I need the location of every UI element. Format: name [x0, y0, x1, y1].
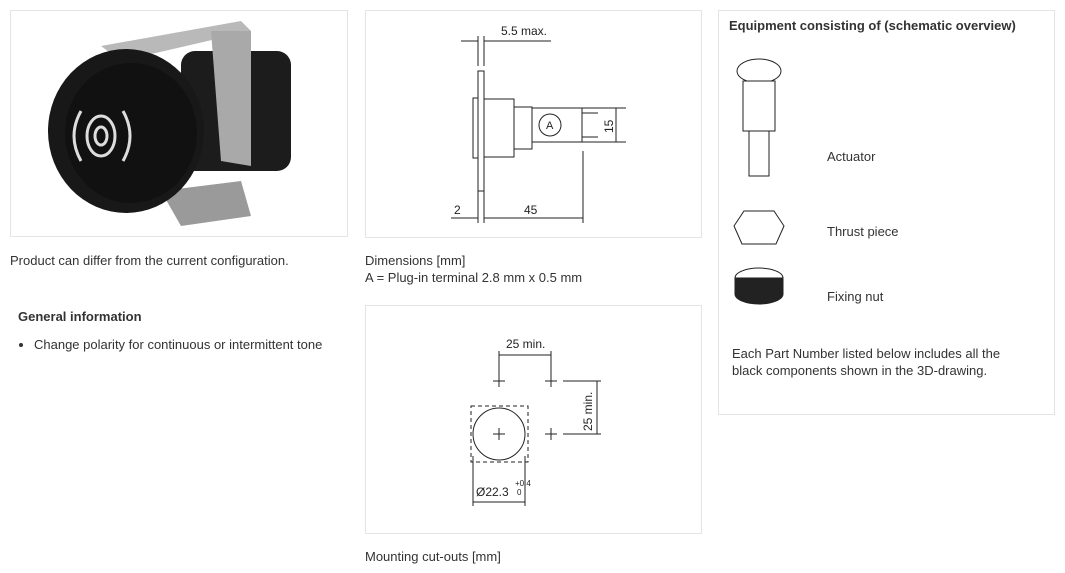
- dimensions-caption-note: A = Plug-in terminal 2.8 mm x 0.5 mm: [365, 270, 583, 285]
- buzzer-product-photo: [48, 21, 291, 226]
- dim-height-label: 15: [602, 119, 616, 133]
- product-image: [10, 10, 348, 237]
- cutouts-caption: Mounting cut-outs [mm]: [365, 549, 501, 564]
- dimensions-caption-title: Dimensions [mm]: [365, 253, 466, 268]
- list-item: Change polarity for continuous or interm…: [34, 336, 328, 353]
- tol-minus-label: 0: [517, 488, 522, 497]
- equipment-item-actuator: Actuator: [827, 149, 876, 164]
- product-caption: Product can differ from the current conf…: [10, 253, 289, 268]
- thrust-piece-icon: [733, 210, 785, 245]
- tol-plus-label: +0.4: [515, 479, 531, 488]
- dim-2-label: 2: [454, 203, 461, 217]
- actuator-body: [742, 80, 776, 132]
- equipment-title: Equipment consisting of (schematic overv…: [729, 18, 1016, 33]
- actuator-icon: [736, 58, 782, 84]
- general-info-list: Change polarity for continuous or interm…: [18, 336, 328, 353]
- equipment-item-fixing-nut: Fixing nut: [827, 289, 884, 304]
- diameter-label: Ø22.3: [476, 485, 509, 499]
- general-info-title: General information: [18, 309, 142, 324]
- equipment-panel: Equipment consisting of (schematic overv…: [718, 10, 1055, 415]
- dimensions-caption: Dimensions [mm] A = Plug-in terminal 2.8…: [365, 252, 582, 286]
- dim-max-label: 5.5 max.: [501, 24, 547, 38]
- dim-a-label: A: [546, 120, 554, 132]
- equipment-icons: [733, 58, 785, 305]
- cutouts-drawing: 25 min. 25 min. Ø22.3 +0.4 0: [365, 305, 702, 534]
- equipment-note: Each Part Number listed below includes a…: [732, 346, 1001, 378]
- equipment-item-thrust-piece: Thrust piece: [827, 224, 899, 239]
- dimensions-drawing: 5.5 max. A 15 2 45: [365, 10, 702, 238]
- dim-45-label: 45: [524, 203, 538, 217]
- vspacing-label: 25 min.: [581, 392, 595, 431]
- hspacing-label: 25 min.: [506, 337, 545, 351]
